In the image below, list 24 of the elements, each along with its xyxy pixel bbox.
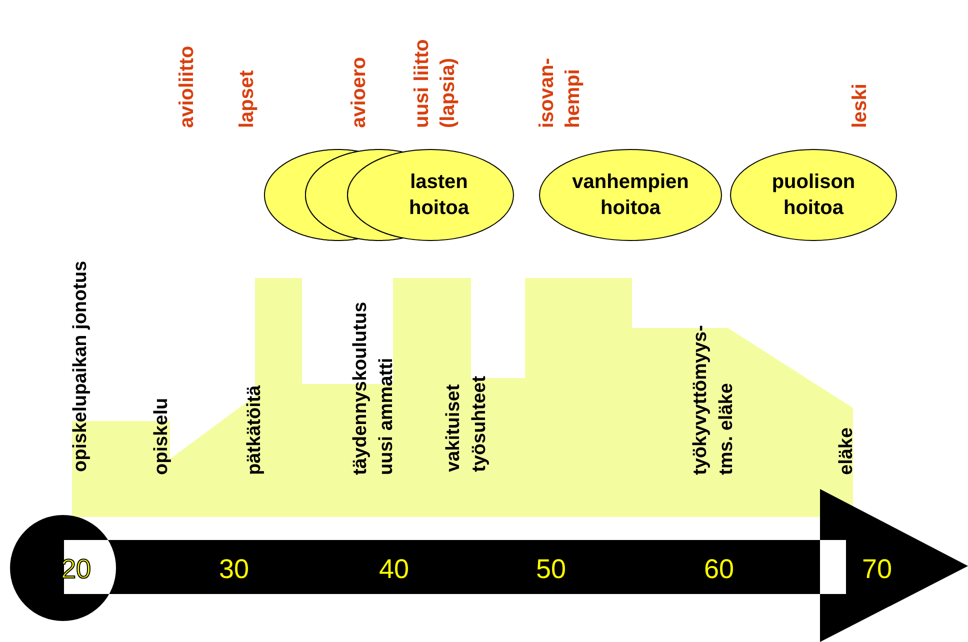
- ellipse-shape: [539, 149, 722, 241]
- ellipse-shape: [730, 149, 897, 241]
- stage-label: pätkätöitä: [243, 384, 266, 475]
- age-number: 50: [536, 553, 566, 585]
- stage-label: työkyvyttömyys- tms. eläke: [689, 324, 738, 475]
- event-label: avioliitto: [175, 44, 199, 128]
- age-number: 60: [704, 553, 734, 585]
- event-label: isovan- hempi: [535, 56, 585, 128]
- stage-label: vakituiset työsuhteet: [442, 374, 491, 472]
- age-number: 30: [218, 553, 250, 585]
- ellipse-label: vanhempien hoitoa: [571, 170, 690, 221]
- event-label: leski: [848, 82, 872, 128]
- event-label: avioero: [347, 56, 371, 128]
- stage-label: opiskelupaikan jonotus: [69, 260, 92, 472]
- ellipse-label: puolison hoitoa: [770, 170, 856, 221]
- stage-label: opiskelu: [150, 396, 173, 475]
- event-label: uusi liitto (lapsia): [410, 38, 460, 128]
- stage-label: eläke: [835, 426, 858, 475]
- age-number: 40: [378, 553, 410, 585]
- ellipse-label: lasten hoitoa: [408, 170, 470, 221]
- stage-label: täydennyskoulutus uusi ammatti: [349, 300, 398, 475]
- event-label: lapset: [235, 69, 259, 128]
- age-number: 70: [862, 553, 892, 585]
- ellipse-shape: [347, 149, 514, 241]
